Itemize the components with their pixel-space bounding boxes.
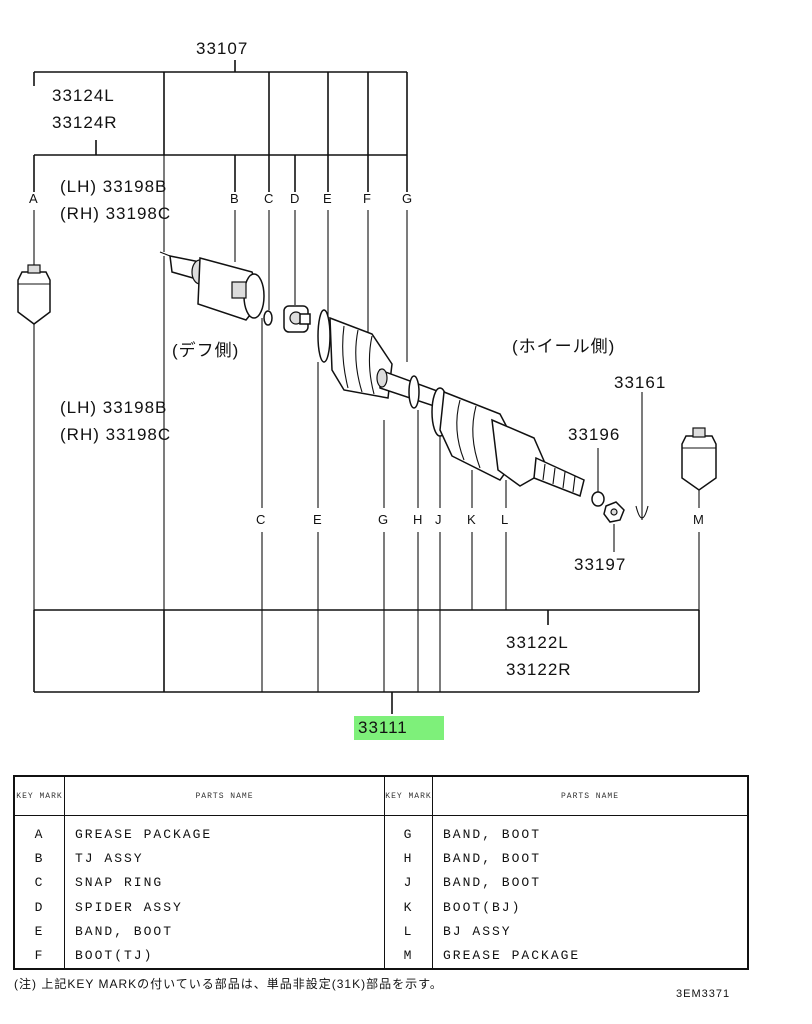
footnote-text: (注) 上記KEY MARKの付いている部品は、単品非設定(31K)部品を示す。 [14, 977, 443, 991]
legend-name: GREASE PACKAGE [65, 816, 385, 847]
exploded-parts-diagram: 33107 33124L 33124R A B C D E F G (LH) 3… [17, 39, 717, 714]
grease-package-left-icon [17, 264, 51, 325]
legend-mark: K [385, 894, 433, 920]
leader-lines-upper [33, 155, 408, 362]
mark-M-bottom: M [693, 512, 704, 527]
legend-mark: J [385, 870, 433, 895]
cotter-pin-33161-icon [635, 392, 649, 520]
legend-name: BAND, BOOT [443, 850, 542, 866]
tj-assembly-icon [159, 251, 265, 321]
bracket-bottom [33, 532, 700, 714]
label-33122R[interactable]: 33122R [506, 660, 572, 679]
legend-mark: B [15, 846, 65, 871]
legend-mark: H [385, 846, 433, 871]
label-wheel-side: (ホイール側) [512, 337, 615, 356]
label-33124L[interactable]: 33124L [52, 86, 115, 105]
legend-mark: L [385, 919, 433, 944]
snap-ring-icon [263, 310, 273, 326]
band-boot-e-icon [317, 309, 331, 363]
mark-L-bottom: L [501, 512, 508, 527]
mark-G-top: G [402, 191, 412, 206]
mark-A-top: A [29, 191, 38, 206]
legend-mark: M [385, 943, 433, 968]
label-33196[interactable]: 33196 [568, 425, 620, 444]
nut-33197-icon [603, 501, 625, 523]
bracket-33124 [33, 140, 408, 192]
legend-header-key-left: KEY MARK [15, 777, 65, 816]
mark-J-bottom: J [435, 512, 442, 527]
mark-B-top: B [230, 191, 239, 206]
label-diff-side: (デフ側) [172, 340, 239, 360]
mark-E-top: E [323, 191, 332, 206]
drawing-code: 3EM3371 [676, 988, 731, 1000]
label-33122L[interactable]: 33122L [506, 633, 569, 652]
mark-H-bottom: H [413, 512, 422, 527]
label-kit-rh-lower[interactable]: (RH) 33198C [60, 425, 171, 444]
mark-E-bottom: E [313, 512, 322, 527]
leader-lines-lower [33, 256, 700, 610]
legend-name: BOOT(TJ) [65, 943, 385, 968]
bracket-33107 [33, 60, 408, 155]
legend-header-name-left: PARTS NAME [65, 777, 385, 816]
legend-name: GREASE PACKAGE [443, 948, 581, 964]
legend-mark: E [15, 919, 65, 944]
legend-mark: G [385, 816, 433, 847]
mark-C-top: C [264, 191, 273, 206]
legend-header-name-right: PARTS NAME [433, 777, 747, 816]
label-kit-lh-lower[interactable]: (LH) 33198B [60, 398, 167, 417]
bj-assembly-icon [431, 387, 585, 498]
mark-C-bottom: C [256, 512, 265, 527]
legend-name: BJ ASSY [443, 923, 512, 939]
drive-shaft-icon [376, 368, 441, 410]
mark-F-top: F [363, 191, 371, 206]
grease-package-right-icon [681, 427, 717, 491]
legend-name: BAND, BOOT [443, 875, 542, 891]
legend-mark: F [15, 943, 65, 968]
legend-name: BOOT(BJ) [443, 899, 522, 915]
legend-mark: A [15, 816, 65, 847]
legend-name: BAND, BOOT [443, 826, 542, 842]
mark-K-bottom: K [467, 512, 476, 527]
spider-assembly-icon [283, 305, 311, 333]
mark-G-bottom: G [378, 512, 388, 527]
legend-name: SNAP RING [65, 870, 385, 895]
legend-header-key-right: KEY MARK [385, 777, 433, 816]
label-kit-rh-upper[interactable]: (RH) 33198C [60, 204, 171, 223]
label-kit-lh-upper[interactable]: (LH) 33198B [60, 177, 167, 196]
label-33161[interactable]: 33161 [614, 373, 666, 392]
washer-33196-icon [591, 491, 605, 507]
legend-name: TJ ASSY [65, 846, 385, 871]
legend-mark: D [15, 894, 65, 920]
mark-D-top: D [290, 191, 299, 206]
highlighted-part-33111[interactable]: 33111 [354, 716, 444, 740]
legend-mark: C [15, 870, 65, 895]
label-33197[interactable]: 33197 [574, 555, 626, 574]
label-33107[interactable]: 33107 [196, 39, 248, 58]
legend-name: SPIDER ASSY [65, 894, 385, 920]
legend-name: BAND, BOOT [65, 919, 385, 944]
label-33124R[interactable]: 33124R [52, 113, 118, 132]
parts-legend-table: KEY MARK PARTS NAME KEY MARK PARTS NAME … [13, 775, 749, 970]
